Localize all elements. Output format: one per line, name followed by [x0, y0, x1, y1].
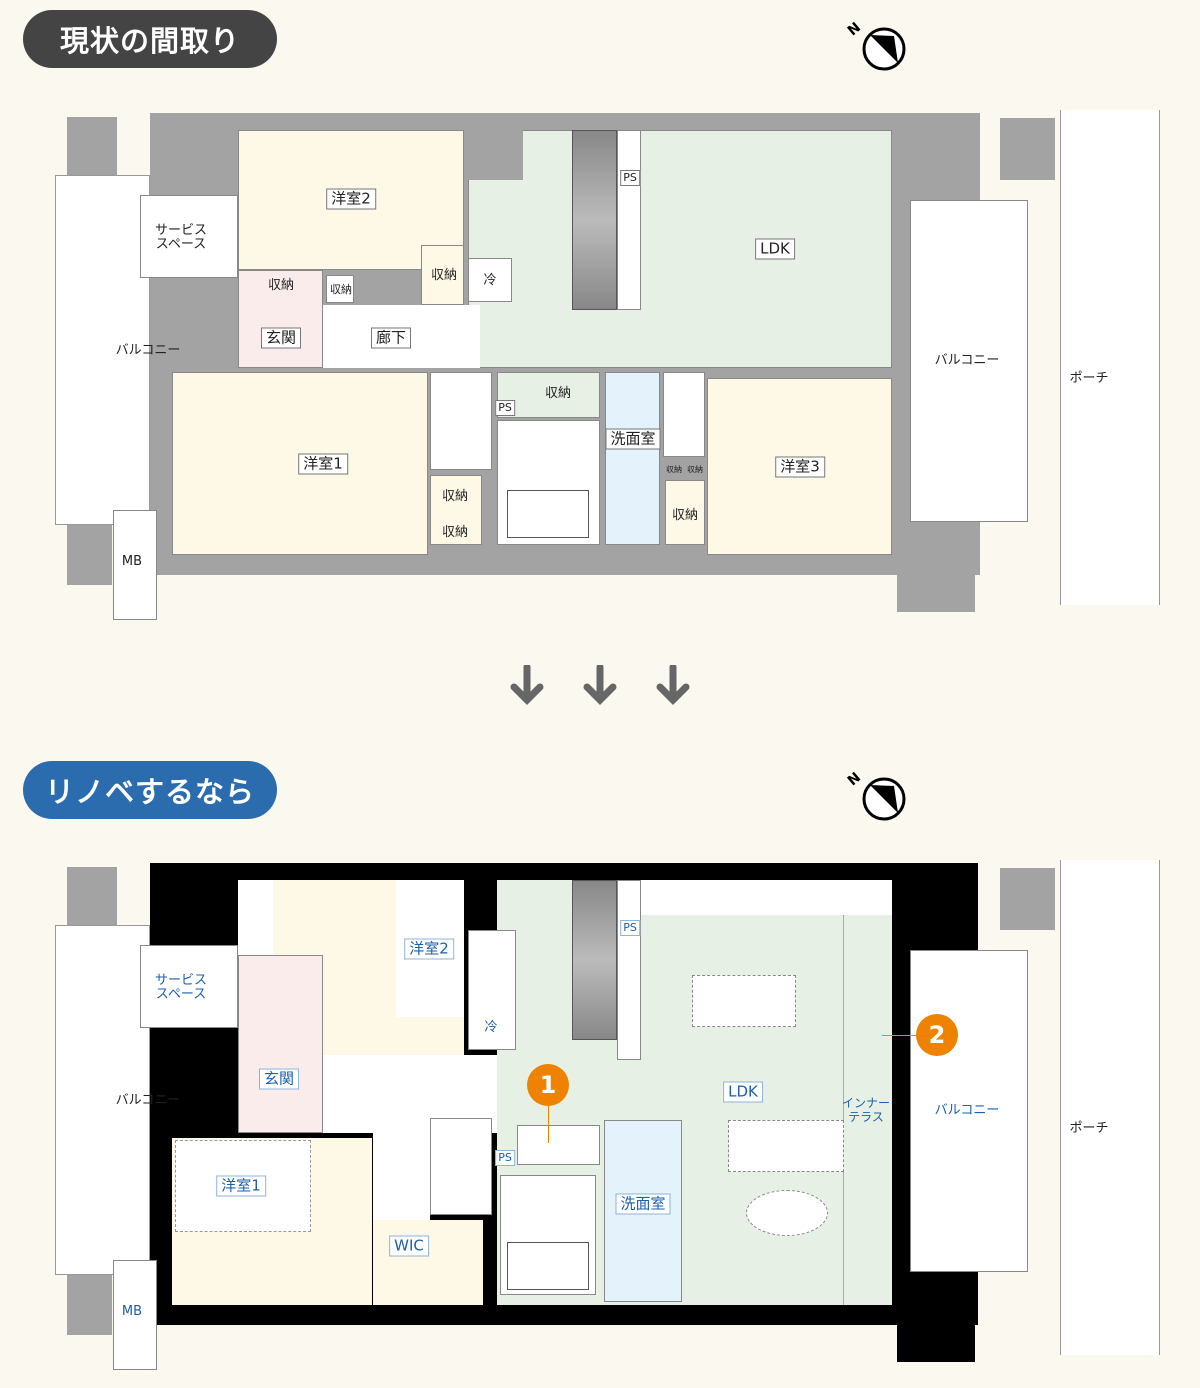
label-ps: PS: [495, 1150, 515, 1166]
label-yoshitsu3: 洋室3: [775, 456, 825, 478]
floor: [396, 1017, 464, 1055]
label-ps: PS: [495, 400, 515, 416]
svg-text:N: N: [846, 19, 864, 39]
storage: [665, 480, 705, 545]
room-senmen: [605, 372, 660, 545]
marker-1[interactable]: 1: [527, 1064, 569, 1106]
dining-table: [692, 975, 796, 1027]
arrow-down-icon: [583, 665, 617, 705]
label-fridge: 冷: [484, 1020, 498, 1035]
label-mb: MB: [121, 1304, 143, 1319]
service-space: [140, 945, 238, 1028]
label-balcony: バルコニー: [934, 1103, 1000, 1118]
kitchen-counter: [572, 130, 617, 310]
counter: [617, 880, 641, 1060]
wall: [1000, 118, 1055, 180]
label-senmen: 洗面室: [605, 428, 661, 450]
storage-fridge: [468, 930, 516, 1050]
label-ldk: LDK: [723, 1081, 763, 1103]
mb: [113, 1260, 157, 1370]
room-wic: [373, 1220, 483, 1305]
balcony-left: [55, 175, 150, 525]
label-balcony: バルコニー: [934, 353, 1000, 368]
counter: [617, 130, 641, 310]
room-genkan: [238, 270, 323, 368]
label-service-space: サービス スペース: [154, 223, 208, 252]
label-storage: 収納: [441, 525, 469, 540]
label-storage: 収納: [441, 489, 469, 504]
marker-leader-line: [548, 1105, 549, 1143]
label-porch: ポーチ: [1069, 371, 1109, 386]
current-layout-title: 現状の間取り: [23, 10, 277, 68]
wall: [468, 130, 523, 180]
label-inner-terrace: インナー テラス: [841, 1096, 891, 1124]
label-rouka: 廊下: [370, 327, 412, 349]
label-storage: 収納: [267, 278, 295, 293]
wall: [67, 525, 112, 585]
balcony-left: [55, 925, 150, 1275]
label-storage: 収納: [430, 268, 458, 283]
room-genkan: [238, 955, 323, 1133]
inner-terrace-line: [843, 915, 844, 1305]
wall: [67, 1275, 112, 1335]
label-wic: WIC: [389, 1235, 429, 1257]
label-genkan: 玄関: [260, 327, 302, 349]
svg-text:N: N: [846, 769, 864, 789]
label-genkan: 玄関: [258, 1068, 300, 1090]
wall: [1000, 868, 1055, 930]
label-service-space: サービス スペース: [154, 973, 208, 1002]
label-ldk: LDK: [755, 238, 795, 260]
label-yoshitsu2: 洋室2: [404, 938, 454, 960]
sink: [663, 372, 705, 457]
room-ldk: [468, 130, 892, 368]
fridge-space: [468, 258, 512, 302]
label-balcony: バルコニー: [115, 343, 181, 358]
label-storage: 収納: [544, 386, 572, 401]
label-senmen: 洗面室: [615, 1193, 671, 1215]
balcony-right: [910, 950, 1028, 1272]
wall: [67, 867, 117, 925]
washbasin: [517, 1125, 600, 1165]
toilet: [430, 1118, 492, 1215]
label-mb: MB: [121, 554, 143, 569]
label-yoshitsu1: 洋室1: [298, 453, 348, 475]
kitchen-counter: [572, 880, 617, 1040]
arrow-down-icon: [510, 665, 544, 705]
marker-leader-line: [882, 1035, 918, 1036]
label-yoshitsu2: 洋室2: [326, 188, 376, 210]
storage: [421, 245, 464, 305]
label-yoshitsu1: 洋室1: [216, 1175, 266, 1197]
balcony-right: [910, 200, 1028, 522]
bathtub: [507, 1242, 589, 1290]
label-ps: PS: [620, 920, 640, 936]
label-balcony: バルコニー: [115, 1093, 181, 1108]
label-storage: 収納: [330, 283, 352, 296]
north-compass-icon: N: [846, 19, 906, 71]
counter: [640, 880, 892, 915]
wall: [67, 117, 117, 175]
storage: [326, 275, 354, 303]
hallway: [373, 1133, 430, 1220]
wall: [897, 1310, 975, 1362]
porch: [1060, 110, 1160, 605]
renovation-title: リノベするなら: [23, 761, 277, 819]
label-storage: 収納: [671, 508, 699, 523]
mb: [113, 510, 157, 620]
coffee-table: [746, 1190, 828, 1236]
toilet: [430, 372, 492, 470]
marker-2[interactable]: 2: [916, 1014, 958, 1056]
label-ps: PS: [620, 170, 640, 186]
label-fridge: 冷: [483, 273, 497, 288]
label-porch: ポーチ: [1069, 1121, 1109, 1136]
sofa: [728, 1120, 844, 1172]
north-compass-icon: N: [846, 769, 906, 821]
label-storage: 収納: [687, 465, 703, 474]
porch: [1060, 860, 1160, 1355]
service-space: [140, 195, 238, 278]
arrow-down-icon: [656, 665, 690, 705]
wall: [897, 560, 975, 612]
storage: [430, 475, 482, 545]
bathtub: [507, 490, 589, 538]
label-storage: 収納: [666, 465, 682, 474]
